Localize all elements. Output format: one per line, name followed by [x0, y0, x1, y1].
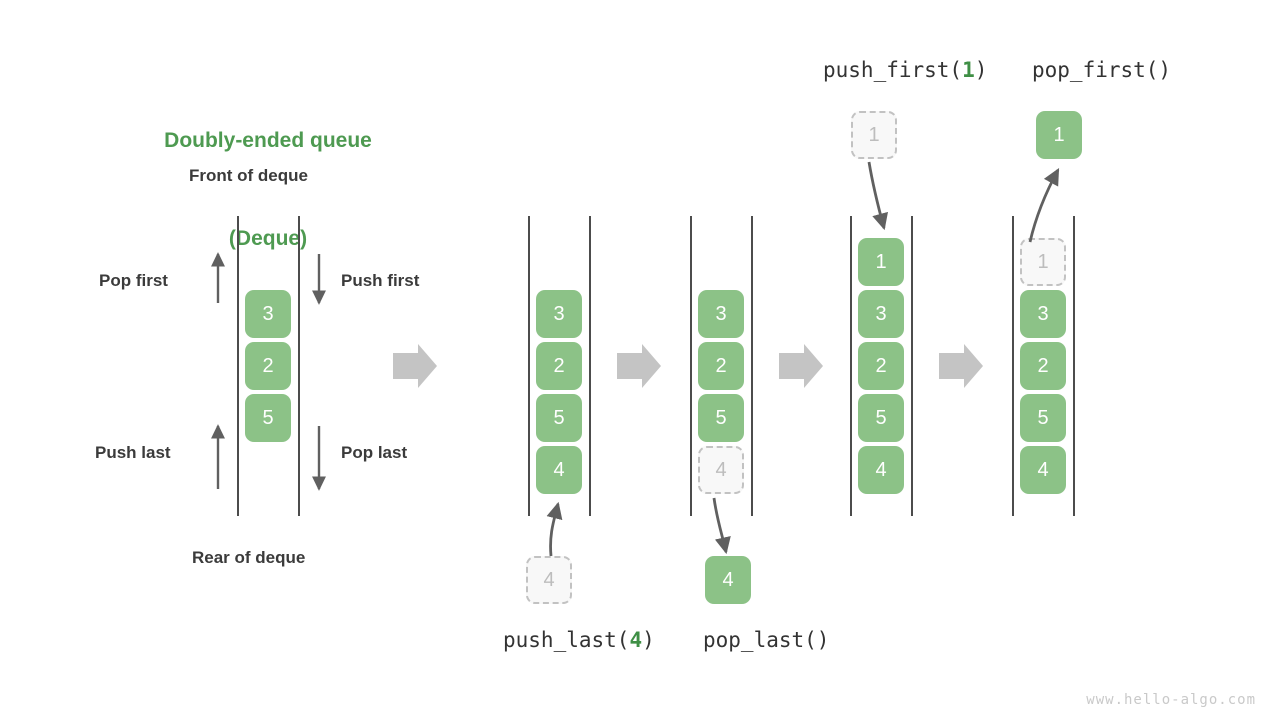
pop-first-label: Pop first — [99, 271, 168, 290]
push-last-insert-arrow — [546, 501, 563, 557]
panel1-rail-right — [298, 216, 300, 516]
caption-push-first-name: push_first( — [823, 58, 963, 82]
title-line-2: (Deque) — [228, 226, 308, 250]
panel4-rail-left — [850, 216, 852, 516]
caption-push-first-arg: 1 — [962, 58, 975, 82]
pop-first-remove-arrow — [1028, 168, 1060, 243]
transition-arrow-1 — [393, 344, 437, 388]
caption-push-last-close: ) — [642, 628, 655, 652]
caption-push-first-close: ) — [974, 58, 988, 82]
cell-p3-0: 3 — [698, 290, 744, 338]
push-first-insert-arrow — [867, 161, 889, 231]
caption-pop-last: pop_last() — [703, 628, 830, 652]
transition-arrow-2 — [617, 344, 661, 388]
cell-p1-2: 5 — [245, 394, 291, 442]
cell-p1-0: 3 — [245, 290, 291, 338]
panel2-rail-right — [589, 216, 591, 516]
cell-p4-2: 2 — [858, 342, 904, 390]
transition-arrow-4 — [939, 344, 983, 388]
cell-p4-external-ghost: 1 — [851, 111, 897, 159]
cell-p1-1: 2 — [245, 342, 291, 390]
pop-last-remove-arrow — [712, 497, 731, 555]
cell-p5-0-ghost: 1 — [1020, 238, 1066, 286]
diagram-title: Doubly-ended queue (Deque) — [148, 60, 388, 320]
cell-p5-3: 5 — [1020, 394, 1066, 442]
push-first-label: Push first — [341, 271, 420, 290]
push-last-label: Push last — [95, 443, 171, 462]
cell-p2-1: 2 — [536, 342, 582, 390]
panel1-rail-left — [237, 216, 239, 516]
cell-p4-1: 3 — [858, 290, 904, 338]
caption-push-first: push_first(1) — [823, 58, 987, 82]
caption-push-last: push_last(4) — [503, 628, 655, 652]
rear-of-deque-label: Rear of deque — [192, 548, 306, 567]
cell-p5-4: 4 — [1020, 446, 1066, 494]
panel3-rail-right — [751, 216, 753, 516]
panel5-rail-right — [1073, 216, 1075, 516]
cell-p2-external-ghost: 4 — [526, 556, 572, 604]
panel5-rail-left — [1012, 216, 1014, 516]
cell-p3-3-ghost: 4 — [698, 446, 744, 494]
cell-p3-external: 4 — [705, 556, 751, 604]
cell-p3-2: 5 — [698, 394, 744, 442]
caption-pop-first: pop_first() — [1032, 58, 1172, 82]
cell-p5-1: 3 — [1020, 290, 1066, 338]
panel2-rail-left — [528, 216, 530, 516]
panel4-rail-right — [911, 216, 913, 516]
caption-push-last-name: push_last( — [503, 628, 630, 652]
transition-arrow-3 — [779, 344, 823, 388]
panel3-rail-left — [690, 216, 692, 516]
watermark: www.hello-algo.com — [1086, 692, 1256, 708]
pop-last-label: Pop last — [341, 443, 408, 462]
caption-push-last-arg: 4 — [629, 628, 643, 652]
cell-p4-3: 5 — [858, 394, 904, 442]
cell-p5-external: 1 — [1036, 111, 1082, 159]
cell-p4-4: 4 — [858, 446, 904, 494]
cell-p3-1: 2 — [698, 342, 744, 390]
front-of-deque-label: Front of deque — [189, 166, 308, 185]
cell-p5-2: 2 — [1020, 342, 1066, 390]
title-line-1: Doubly-ended queue — [164, 129, 372, 153]
cell-p4-0: 1 — [858, 238, 904, 286]
cell-p2-3: 4 — [536, 446, 582, 494]
cell-p2-0: 3 — [536, 290, 582, 338]
cell-p2-2: 5 — [536, 394, 582, 442]
